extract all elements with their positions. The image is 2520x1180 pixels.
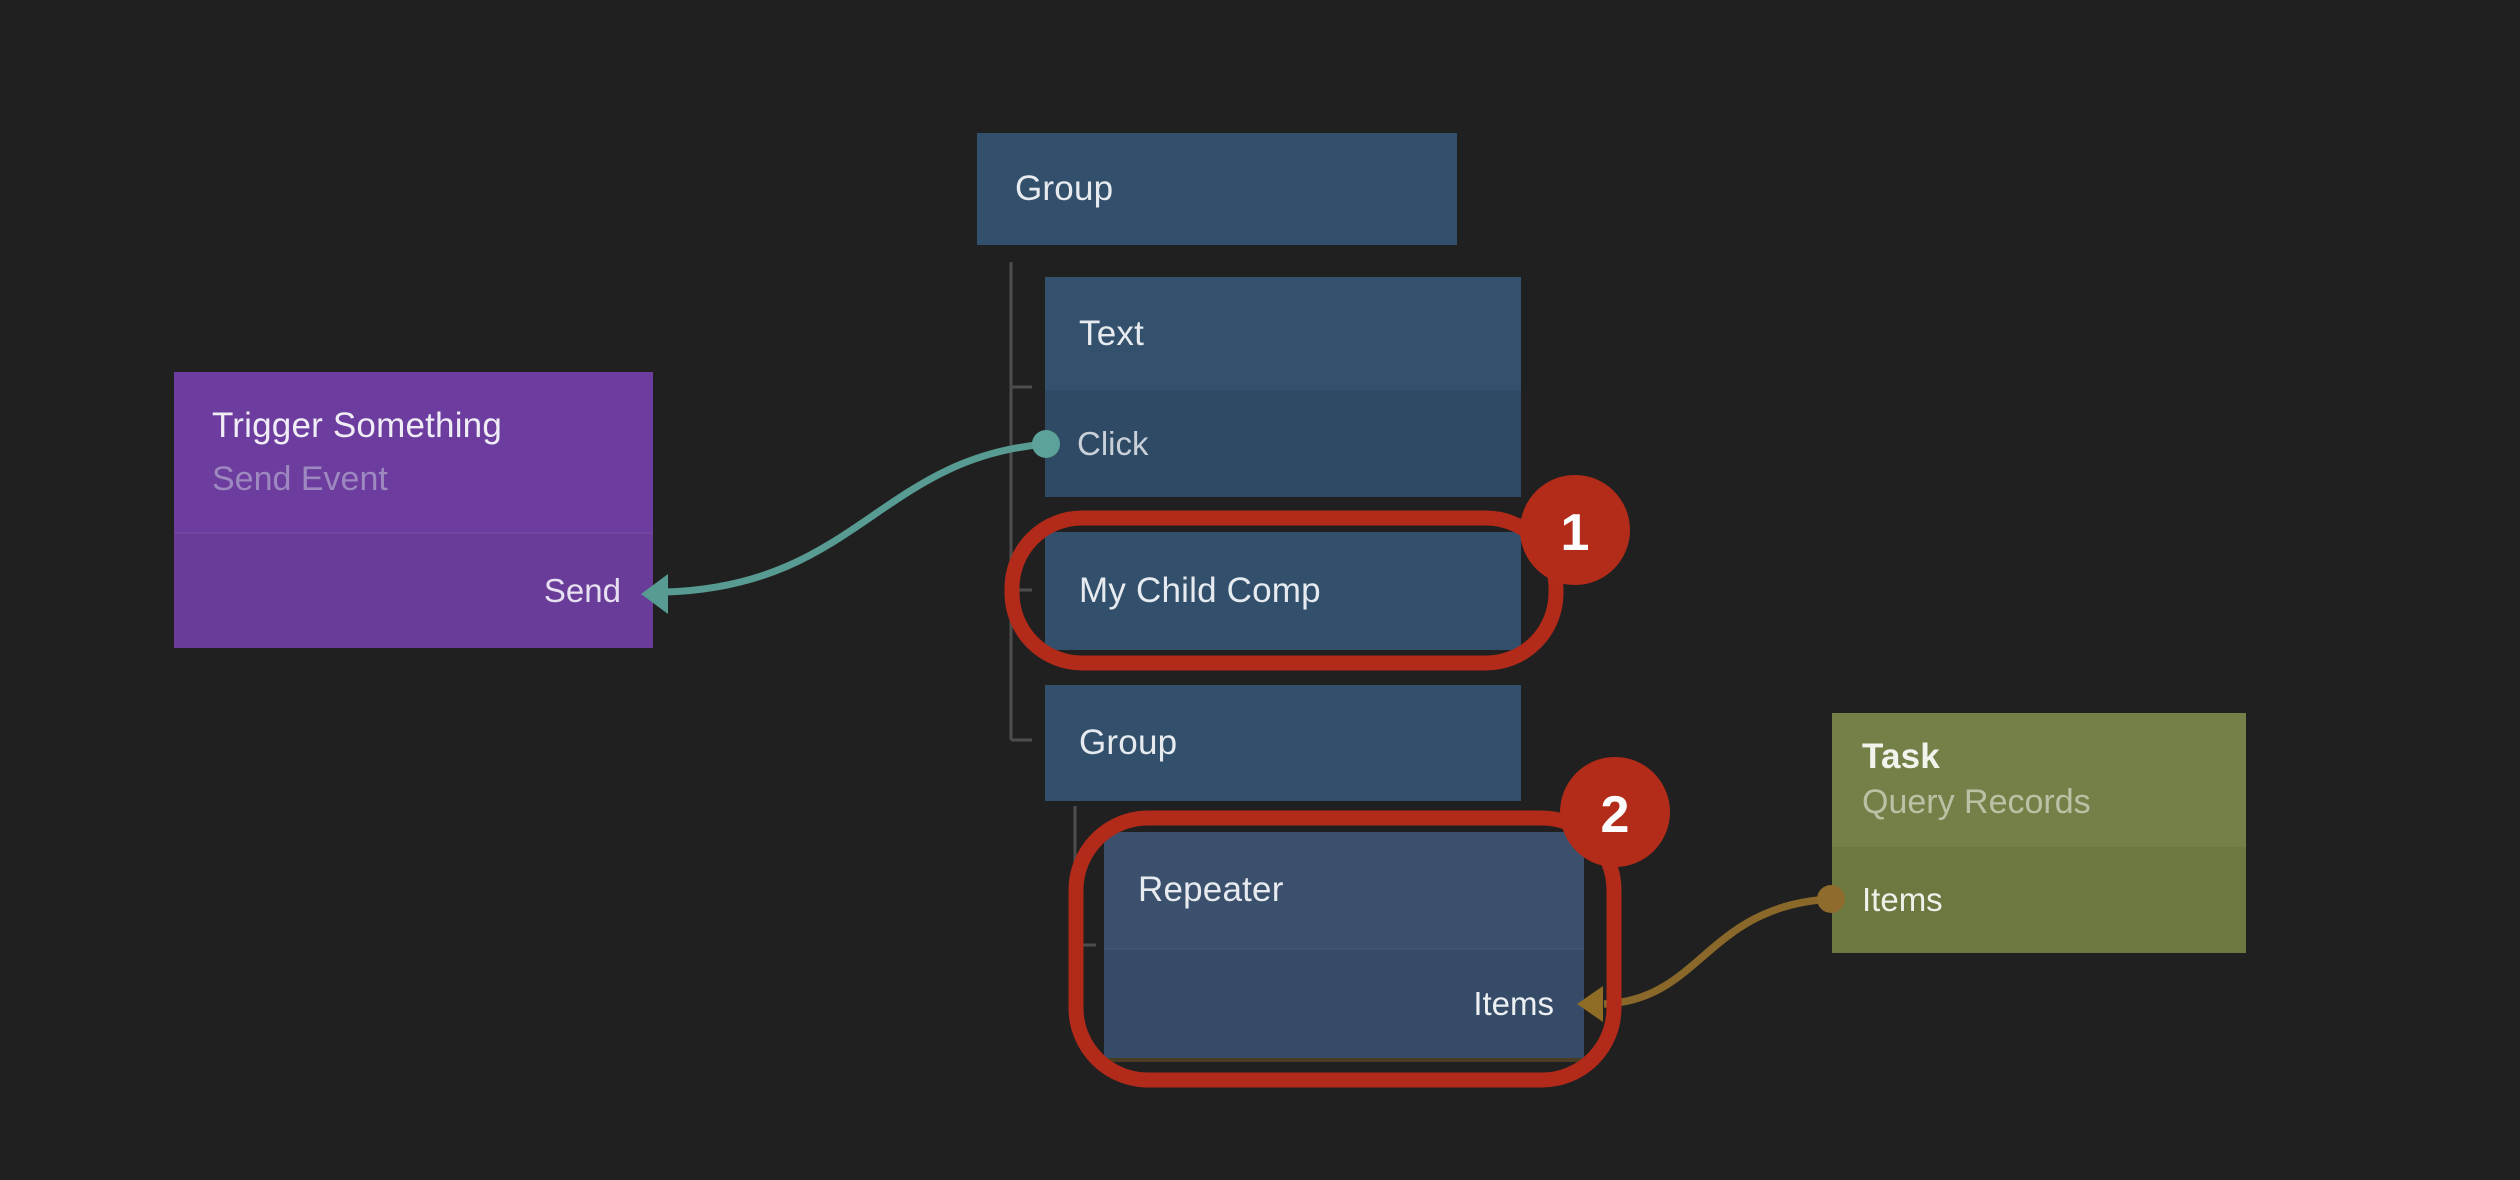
node-repeater[interactable]: Repeater Items bbox=[1104, 832, 1584, 1058]
node-title: Trigger Something bbox=[212, 405, 503, 445]
node-group-top[interactable]: Group bbox=[977, 133, 1457, 245]
annotation-badge-1-number: 1 bbox=[1561, 504, 1590, 562]
port-label: Items bbox=[1473, 985, 1554, 1022]
tree-line-inner bbox=[1073, 806, 1096, 947]
port-label: Items bbox=[1862, 881, 1943, 918]
node-task[interactable]: Task Query Records Items bbox=[1832, 713, 2246, 953]
node-title: Text bbox=[1079, 313, 1144, 353]
connection-items-to-repeater[interactable] bbox=[1577, 885, 1845, 1022]
annotation-badge-1 bbox=[1520, 475, 1630, 585]
node-trigger-something[interactable]: Trigger Something Send Event Send bbox=[174, 372, 653, 648]
node-title: My Child Comp bbox=[1079, 571, 1321, 610]
port-click[interactable]: Click bbox=[1045, 390, 1521, 497]
port-items-input[interactable]: Items bbox=[1104, 948, 1584, 1058]
node-text[interactable]: Text Click bbox=[1045, 277, 1521, 497]
node-subtitle: Send Event bbox=[212, 459, 388, 498]
port-label: Send bbox=[543, 572, 621, 609]
node-title: Task bbox=[1862, 736, 1940, 776]
connection-click-to-send[interactable] bbox=[641, 430, 1060, 614]
node-title: Repeater bbox=[1138, 870, 1284, 909]
node-subtitle: Query Records bbox=[1862, 782, 2091, 821]
node-group-inner[interactable]: Group bbox=[1045, 685, 1521, 801]
node-title: Group bbox=[1015, 169, 1114, 208]
port-items-output[interactable]: Items bbox=[1832, 845, 2246, 953]
annotation-badge-2-number: 2 bbox=[1601, 786, 1630, 844]
port-send-output[interactable]: Send bbox=[174, 532, 653, 648]
node-my-child-comp[interactable]: My Child Comp bbox=[1045, 532, 1521, 650]
node-title: Group bbox=[1079, 723, 1178, 762]
port-label: Click bbox=[1077, 424, 1149, 462]
tree-line-outer bbox=[1009, 262, 1032, 742]
